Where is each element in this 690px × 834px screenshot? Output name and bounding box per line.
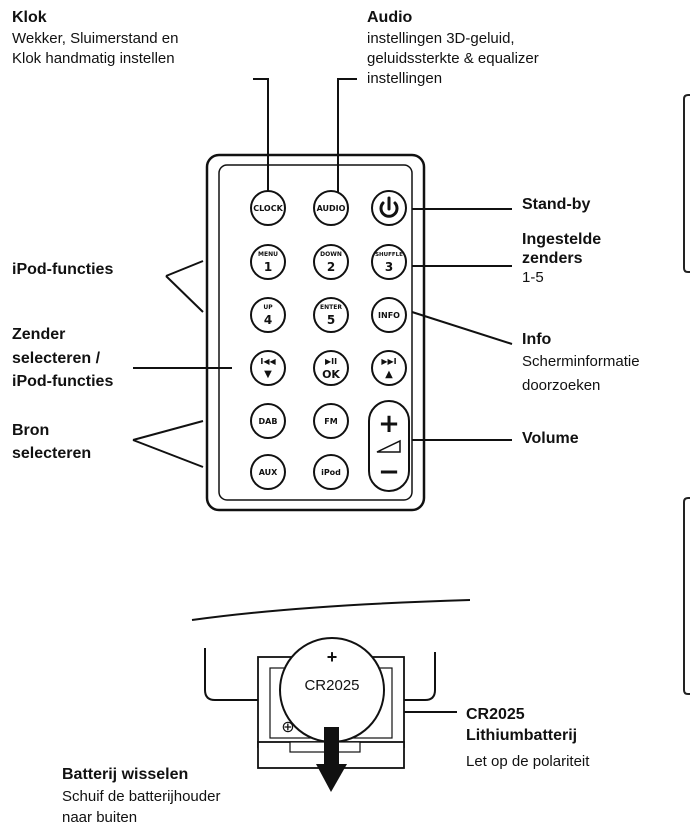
ipod-button[interactable]: iPod — [321, 468, 341, 477]
clock-button[interactable]: CLOCK — [253, 204, 283, 213]
prev-button-arrow[interactable]: ▼ — [264, 369, 272, 380]
info-title: Info — [522, 331, 552, 348]
leader-bron-b — [132, 439, 204, 468]
prev-button-shape — [250, 350, 286, 386]
battery-model-label: CR2025 — [304, 677, 359, 694]
standby-label: Stand-by — [522, 196, 591, 213]
next-button-arrow[interactable]: ▲ — [385, 369, 393, 380]
ok-button-label[interactable]: ▶II — [325, 357, 337, 366]
right-edge-frame-bottom — [683, 497, 690, 695]
audio-desc-line3: instellingen — [367, 70, 443, 87]
wisselen-title: Batterij wisselen — [62, 766, 189, 783]
right-edge-frame-top — [683, 94, 690, 273]
info-button[interactable]: INFO — [378, 311, 400, 320]
klok-desc-line2: Klok handmatig instellen — [12, 50, 175, 67]
dab-button[interactable]: DAB — [259, 417, 278, 426]
info-desc-line1: Scherminformatie — [522, 353, 640, 370]
volume-ramp-icon — [376, 439, 401, 453]
slide-out-arrow-icon — [316, 727, 347, 792]
wisselen-desc-line2: naar buiten — [62, 809, 138, 826]
battery-plus-sign: + — [327, 647, 338, 667]
ipod-functies-label: iPod-functies — [12, 261, 114, 278]
klok-desc-line1: Wekker, Sluimerstand en — [12, 30, 179, 47]
leader-info — [411, 311, 513, 345]
zender-line1: Zender — [12, 326, 66, 343]
zender-line3: iPod-functies — [12, 373, 114, 390]
audio-desc-line2: geluidssterkte & equalizer — [367, 50, 539, 67]
ingestelde-line2: zenders — [522, 250, 583, 267]
menu-button-shape — [250, 244, 286, 280]
dab-button-shape — [250, 403, 286, 439]
leader-ipod-a — [165, 260, 204, 277]
shuffle-button-number[interactable]: 3 — [385, 260, 393, 274]
shuffle-button-label[interactable]: SHUFFLE — [375, 252, 403, 258]
up-button-shape — [250, 297, 286, 333]
menu-button-number[interactable]: 1 — [264, 260, 272, 274]
ingestelde-sub: 1-5 — [522, 269, 544, 286]
ingestelde-line1: Ingestelde — [522, 231, 602, 248]
down-button-number[interactable]: 2 — [327, 260, 335, 274]
remote-inner-body — [218, 164, 413, 501]
up-button-number[interactable]: 4 — [264, 313, 272, 327]
audio-desc-line1: instellingen 3D-geluid, — [367, 30, 515, 47]
fm-button[interactable]: FM — [324, 417, 337, 426]
next-button-shape — [371, 350, 407, 386]
audio-title: Audio — [367, 9, 413, 26]
ok-button-text[interactable]: OK — [322, 368, 340, 381]
audio-button[interactable]: AUDIO — [317, 204, 346, 213]
leader-lines — [132, 78, 513, 713]
leader-audio — [337, 78, 357, 193]
enter-button-shape — [313, 297, 349, 333]
bron-line1: Bron — [12, 422, 50, 439]
prev-button-label[interactable]: I◀◀ — [260, 357, 276, 366]
audio-button-shape — [313, 190, 349, 226]
leader-klok — [253, 78, 269, 193]
battery-type-line2: Lithiumbatterij — [466, 727, 578, 744]
menu-button-label[interactable]: MENU — [258, 251, 278, 258]
up-button-label[interactable]: UP — [263, 304, 273, 311]
leader-bron-a — [132, 420, 204, 441]
ipod-button-shape — [313, 454, 349, 490]
bron-line2: selecteren — [12, 445, 92, 462]
shuffle-button-shape — [371, 244, 407, 280]
volume-up-button[interactable]: + — [378, 409, 400, 439]
power-icon — [379, 196, 399, 218]
fm-button-shape — [313, 403, 349, 439]
leader-ipod-b — [165, 275, 204, 313]
next-button-label[interactable]: ▶▶I — [381, 357, 396, 366]
aux-button[interactable]: AUX — [259, 468, 278, 477]
info-button-shape — [371, 297, 407, 333]
zender-line2: selecteren / — [12, 350, 101, 367]
aux-button-shape — [250, 454, 286, 490]
down-button-label[interactable]: DOWN — [320, 251, 342, 258]
clock-button-shape — [250, 190, 286, 226]
ok-button-shape — [313, 350, 349, 386]
enter-button-number[interactable]: 5 — [327, 313, 335, 327]
info-desc-line2: doorzoeken — [522, 377, 601, 394]
volume-down-button[interactable]: − — [378, 457, 400, 487]
enter-button-label[interactable]: ENTER — [320, 304, 342, 311]
remote-back-curve — [191, 599, 471, 621]
down-button-shape — [313, 244, 349, 280]
battery-polarity-note: Let op de polariteit — [466, 753, 590, 770]
battery-type-line1: CR2025 — [466, 706, 525, 723]
polarity-icon: ⊕ — [281, 719, 294, 736]
wisselen-desc-line1: Schuif de batterijhouder — [62, 788, 221, 805]
volume-label: Volume — [522, 430, 579, 447]
klok-title: Klok — [12, 9, 47, 26]
